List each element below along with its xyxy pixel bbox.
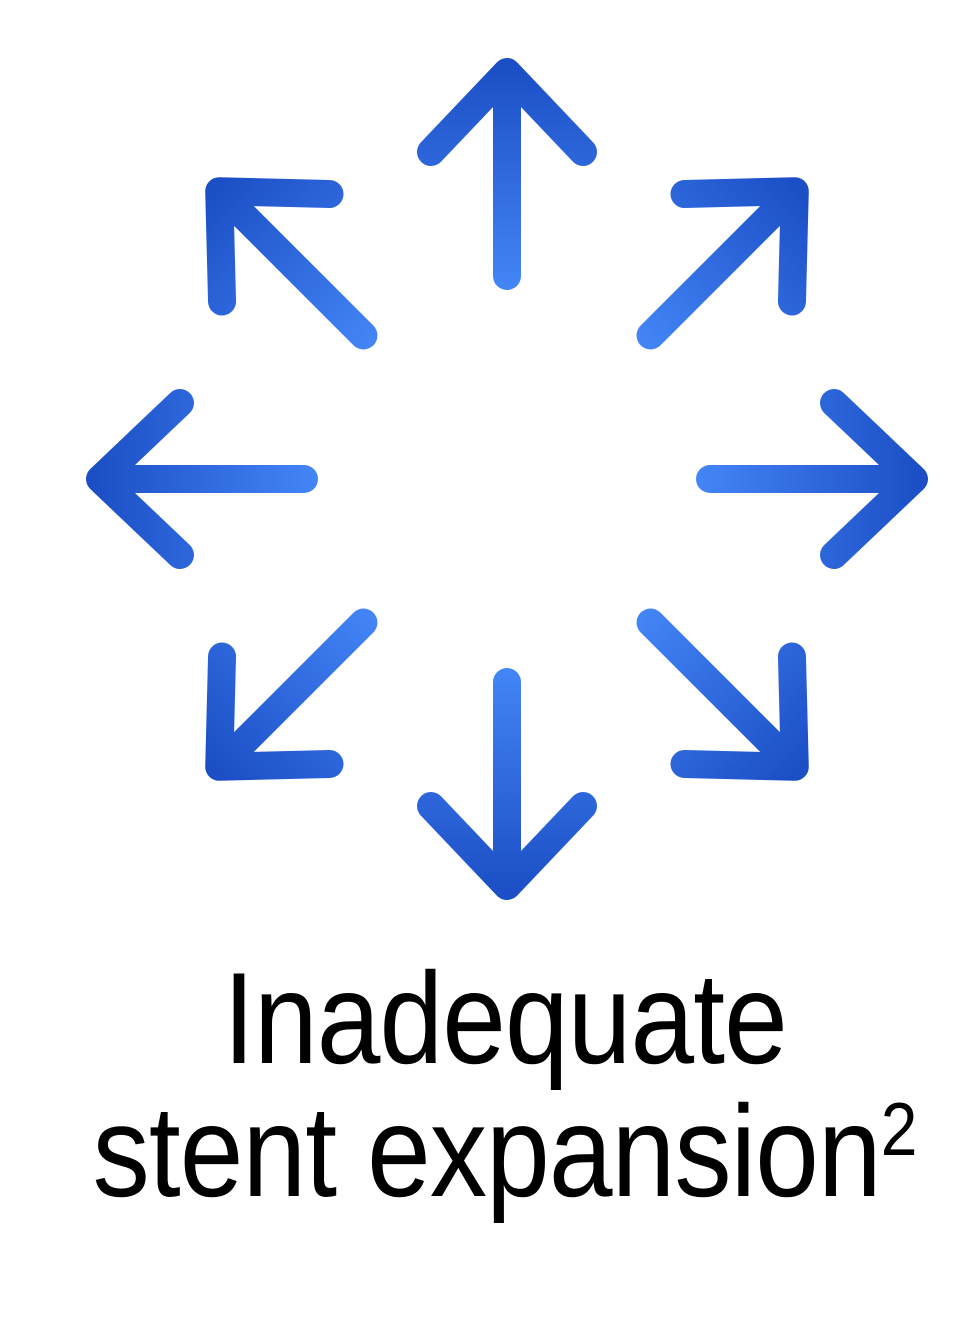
arrow-down-left-icon — [165, 569, 417, 821]
arrow-up-icon — [431, 72, 583, 276]
arrow-left-icon — [100, 403, 304, 555]
caption-line-2: stent expansion2 — [78, 1085, 932, 1218]
arrow-down-right-icon — [597, 569, 849, 821]
expansion-arrows-svg — [0, 0, 970, 958]
caption-line-1: Inadequate — [223, 945, 788, 1091]
arrow-right-icon — [710, 403, 914, 555]
caption: Inadequate stent expansion2 — [0, 952, 970, 1218]
arrow-up-left-icon — [165, 137, 417, 389]
caption-reference-superscript: 2 — [880, 1087, 918, 1171]
caption-line-2-text: stent expansion — [92, 1078, 882, 1224]
expansion-arrows-icon — [0, 0, 970, 958]
arrow-up-right-icon — [597, 137, 849, 389]
arrow-down-icon — [431, 682, 583, 886]
